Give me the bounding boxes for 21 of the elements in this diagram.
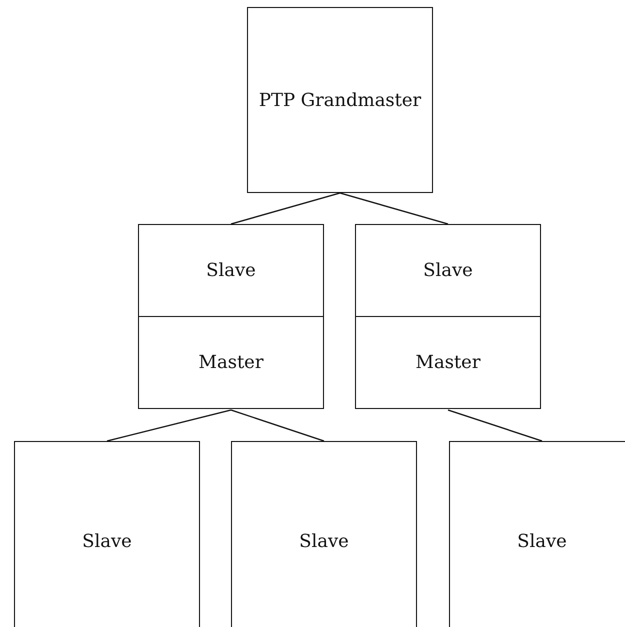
- connector-line: [340, 192, 448, 225]
- connector-line: [230, 192, 340, 225]
- node-label: PTP Grandmaster: [258, 88, 422, 112]
- node-label: Slave: [517, 530, 567, 554]
- node-label: Master: [198, 351, 264, 375]
- node-box: [138, 316, 324, 409]
- connector-line: [448, 409, 542, 442]
- node-box: [138, 224, 324, 317]
- node-label: Slave: [423, 259, 473, 283]
- connector-line: [106, 409, 232, 442]
- node-label: Slave: [206, 259, 256, 283]
- node-label: Slave: [82, 530, 132, 554]
- node-box: [14, 441, 200, 627]
- node-label: Slave: [299, 530, 349, 554]
- node-box: [355, 316, 541, 409]
- node-label: Master: [416, 351, 480, 375]
- node-box: [449, 441, 625, 627]
- node-box: [355, 224, 541, 317]
- node-box: [231, 441, 417, 627]
- node-box: [247, 7, 433, 193]
- connector-line: [230, 409, 324, 442]
